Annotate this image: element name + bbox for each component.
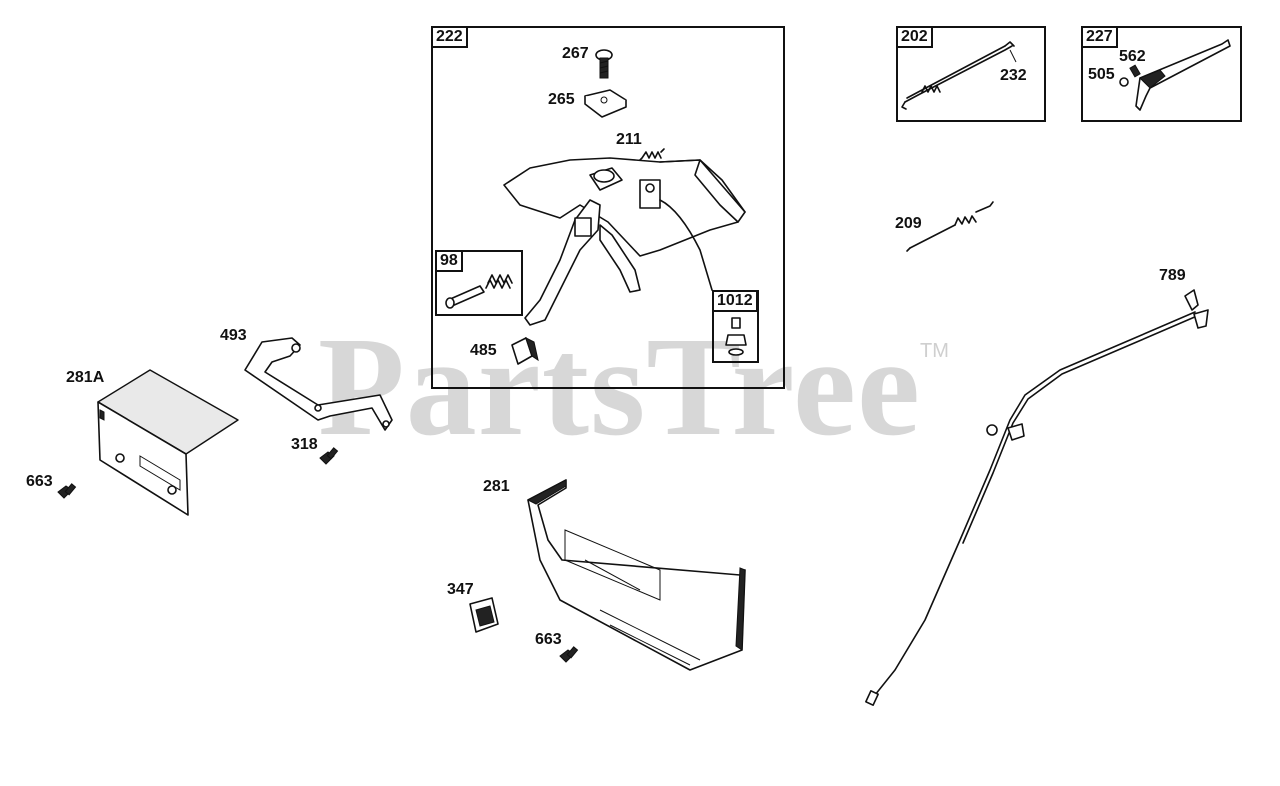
label-485[interactable]: 485 [470,342,497,359]
label-318[interactable]: 318 [291,436,318,453]
label-211[interactable]: 211 [616,131,642,148]
box-label-98: 98 [435,250,463,272]
label-267[interactable]: 267 [562,45,589,62]
label-789[interactable]: 789 [1159,267,1186,284]
label-281A[interactable]: 281A [66,369,105,386]
part-227-lever-icon[interactable] [1119,39,1231,111]
label-493[interactable]: 493 [220,327,247,344]
label-562[interactable]: 562 [1119,48,1146,65]
part-98-pin-spring-icon[interactable] [445,274,513,309]
part-232-cable-icon[interactable] [901,41,1017,110]
part-211-spring-icon[interactable] [638,148,665,162]
box-202[interactable]: 202 [896,26,1046,122]
box-label-202: 202 [896,26,933,48]
label-232[interactable]: 232 [1000,67,1027,84]
part-222-bracket-assembly-icon[interactable] [503,157,746,326]
part-493-bracket-icon[interactable] [244,337,393,431]
box-label-1012: 1012 [712,290,758,312]
part-267-screw-icon[interactable] [595,49,613,79]
trademark-mark: TM [920,340,949,362]
label-663-right[interactable]: 663 [535,631,562,648]
box-227[interactable]: 227 [1081,26,1242,122]
part-281A-panel-icon[interactable] [97,369,239,516]
part-789-cable-icon[interactable] [865,289,1209,706]
label-265[interactable]: 265 [548,91,575,108]
part-347-switch-icon[interactable] [469,597,499,633]
part-318-bolt-icon[interactable] [319,447,339,465]
part-485-knob-icon[interactable] [511,337,539,365]
part-1012-fitting-icon[interactable] [725,317,747,356]
label-663-left[interactable]: 663 [26,473,53,490]
box-98[interactable]: 98 [435,250,523,316]
label-505[interactable]: 505 [1088,66,1115,83]
part-281-cover-icon[interactable] [526,479,746,671]
watermark-logo: PartsTree [318,307,922,465]
part-265-clip-icon[interactable] [584,89,627,118]
part-663-bolt-right-icon[interactable] [559,646,579,663]
box-1012[interactable]: 1012 [712,290,759,363]
label-347[interactable]: 347 [447,581,474,598]
part-663-bolt-left-icon[interactable] [57,483,77,499]
box-label-222: 222 [431,26,468,48]
part-209-spring-icon[interactable] [906,201,994,252]
label-209[interactable]: 209 [895,215,922,232]
box-label-227: 227 [1081,26,1118,48]
box-222[interactable]: 222 [431,26,785,389]
label-281[interactable]: 281 [483,478,510,495]
